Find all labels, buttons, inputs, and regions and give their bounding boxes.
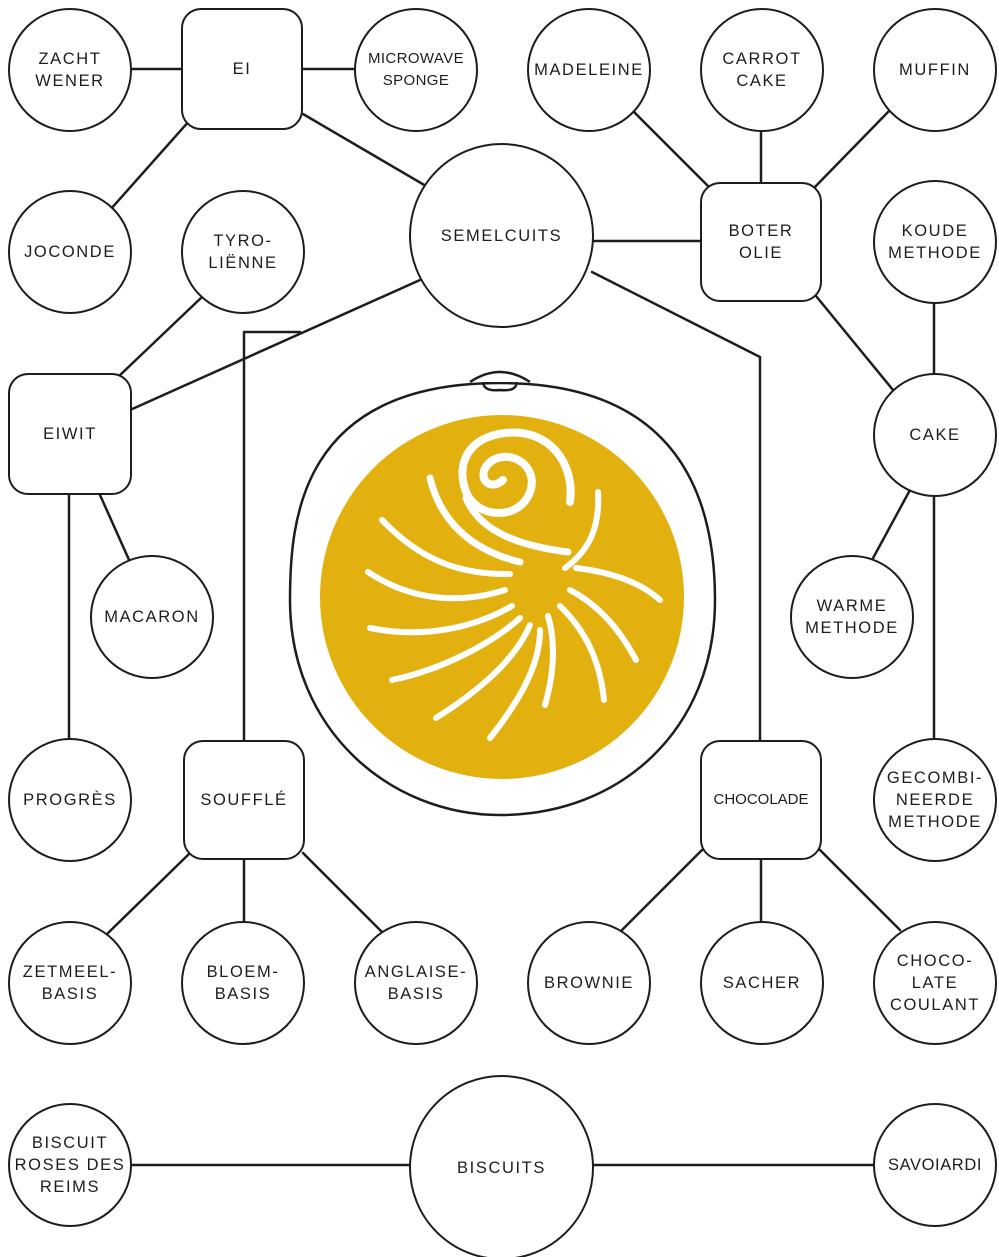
node-savoiardi: SAVOIARDI [873,1103,997,1227]
node-joconde: JOCONDE [8,190,132,314]
node-brownie: BROWNIE [527,921,651,1045]
edge-chocolade-coulant [820,850,900,930]
edge-boter-cake [816,296,893,390]
node-muffin: MUFFIN [873,8,997,132]
edge-ei-joconde [110,120,190,210]
edge-eiwit-macaron [100,495,130,562]
node-macaron: MACARON [90,555,214,679]
edge-chocolade-brownie [622,850,702,930]
edge-souffle-zetmeel [106,853,190,935]
node-biscuit-roses-des-reims: BISCUIT ROSES DES REIMS [8,1103,132,1227]
node-microwave-sponge: MICROWAVE SPONGE [354,8,478,132]
node-sacher: SACHER [700,921,824,1045]
node-chocolade: CHOCOLADE [700,740,822,860]
node-cake: CAKE [873,373,997,497]
node-madeleine: MADELEINE [527,8,651,132]
node-ei: EI [181,8,303,130]
node-zacht-wener: ZACHT WENER [8,8,132,132]
node-bloem-basis: BLOEM- BASIS [181,921,305,1045]
node-tyrolienne: TYRO- LIËNNE [181,190,305,314]
node-anglaise-basis: ANGLAISE- BASIS [354,921,478,1045]
node-eiwit: EIWIT [8,373,132,495]
node-zetmeel-basis: ZETMEEL- BASIS [8,921,132,1045]
node-carrot-cake: CARROT CAKE [700,8,824,132]
node-progres: PROGRÈS [8,738,132,862]
edge-semelcuits-souffle [244,332,300,740]
edge-souffle-anglaise [303,853,382,932]
node-warme-methode: WARME METHODE [790,555,914,679]
node-koude-methode: KOUDE METHODE [873,180,997,304]
edge-cake-warme [872,490,910,560]
node-chocolate-coulant: CHOCO- LATE COULANT [873,921,997,1045]
edge-tyrolienne-eiwit [118,297,202,377]
node-souffle: SOUFFLÉ [183,740,305,860]
node-gecombineerde-methode: GECOMBI- NEERDE METHODE [873,738,997,862]
node-biscuits: BISCUITS [409,1075,594,1257]
swirl-logo-icon [290,372,715,815]
node-semelcuits: SEMELCUITS [409,143,594,328]
edge-muffin-boter [812,110,890,190]
edge-madeleine-boter [630,108,712,190]
node-boter-olie: BOTER OLIE [700,182,822,302]
